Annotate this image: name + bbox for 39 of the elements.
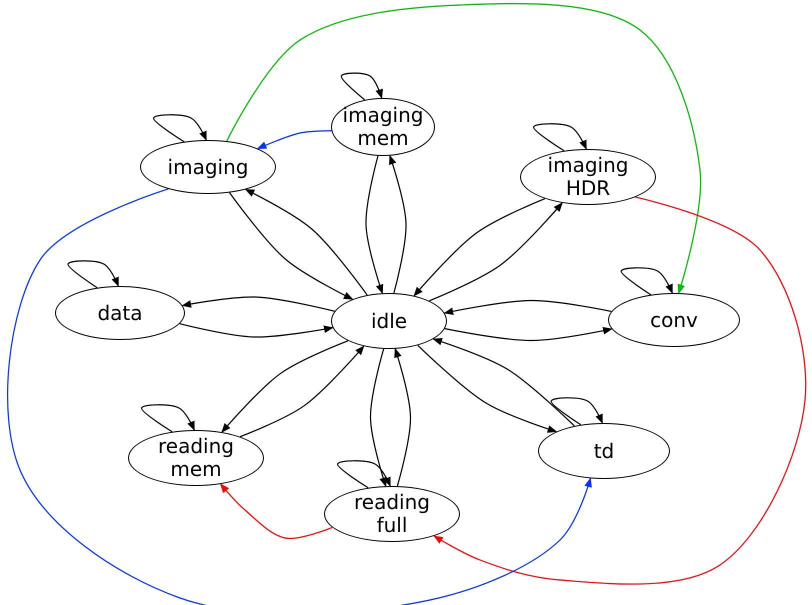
arrow	[433, 196, 806, 585]
arrow	[394, 348, 412, 486]
arrow	[229, 192, 354, 300]
state-label: data	[97, 302, 143, 324]
arrow	[550, 397, 603, 426]
arrow	[337, 460, 391, 488]
state-label: imaging mem	[342, 104, 424, 150]
state-label: imaging HDR	[546, 154, 630, 200]
state-label: imaging	[168, 156, 248, 178]
state-label: reading mem	[157, 435, 235, 481]
arrow	[153, 114, 207, 142]
state-label: reading full	[353, 491, 431, 537]
arrow	[365, 156, 384, 294]
arrow	[180, 323, 334, 338]
arrow	[533, 123, 587, 152]
state-ellipse	[331, 293, 447, 349]
arrow	[256, 130, 332, 150]
state-label: td	[594, 440, 614, 462]
arrow	[432, 338, 575, 426]
arrow	[340, 72, 383, 100]
arrow	[182, 296, 335, 312]
state-label: idle	[370, 310, 408, 332]
arrow	[220, 483, 332, 539]
arrow	[620, 267, 673, 296]
state-label: conv	[650, 308, 698, 332]
arrow	[67, 260, 119, 288]
arrow	[240, 345, 364, 438]
arrow	[444, 327, 613, 342]
arrow	[221, 340, 348, 433]
arrow	[389, 154, 407, 294]
arrow	[417, 344, 558, 433]
arrow	[414, 198, 546, 296]
arrow	[244, 188, 368, 296]
arrow	[226, 3, 702, 294]
arrow	[444, 300, 612, 315]
arrow	[7, 188, 592, 605]
arrow	[370, 348, 387, 488]
arrow	[141, 404, 195, 432]
arrow	[428, 202, 563, 302]
